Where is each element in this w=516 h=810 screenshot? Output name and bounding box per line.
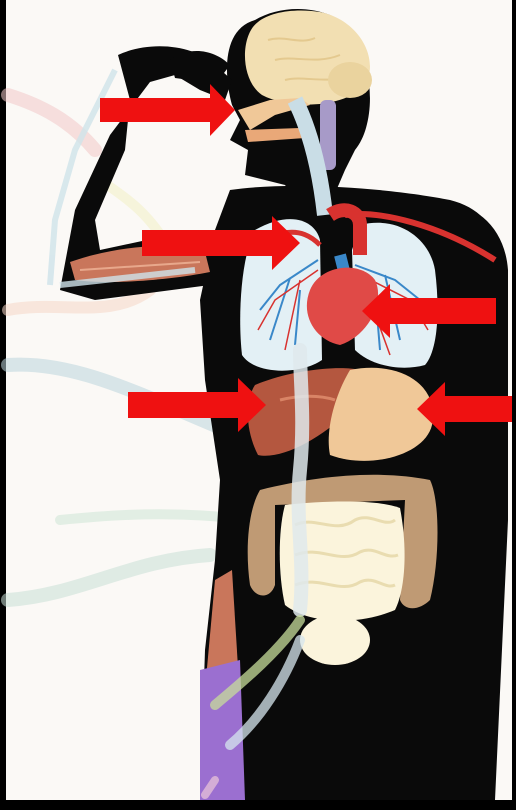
digestive-flow [299, 350, 303, 610]
bladder [300, 615, 370, 665]
